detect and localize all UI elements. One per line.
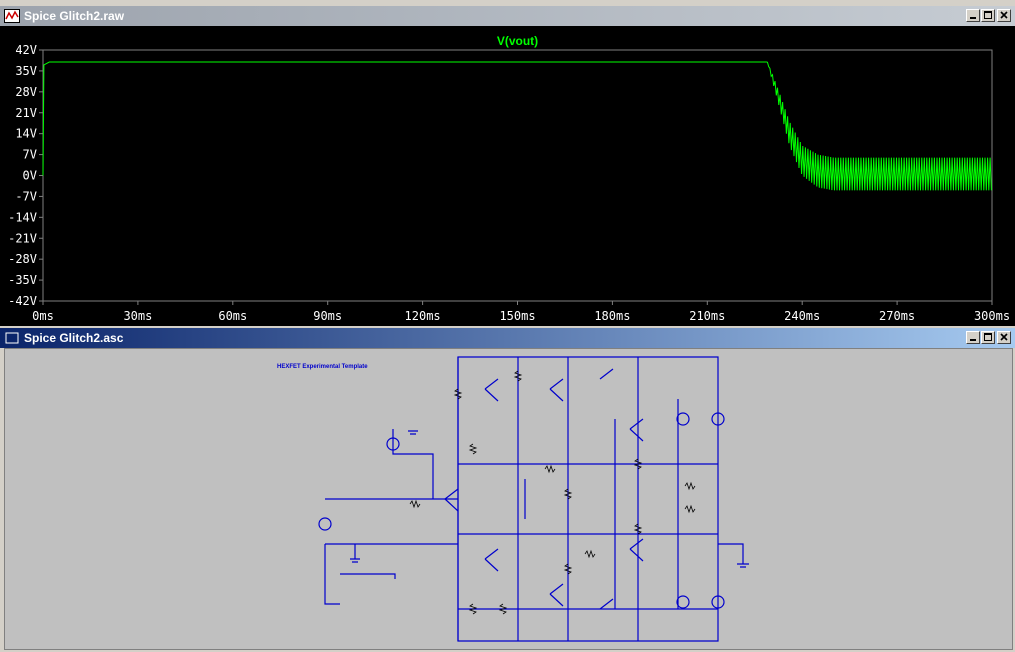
y-tick-label: 14V xyxy=(15,127,37,141)
y-tick-label: 35V xyxy=(15,64,37,78)
x-tick-label: 120ms xyxy=(405,309,441,323)
y-tick-label: -35V xyxy=(8,273,37,287)
waveform-app-icon xyxy=(4,9,20,23)
x-tick-label: 210ms xyxy=(689,309,725,323)
x-tick-label: 180ms xyxy=(594,309,630,323)
schematic-titlebar[interactable]: Spice Glitch2.asc xyxy=(0,328,1015,348)
x-tick-label: 0ms xyxy=(32,309,54,323)
minimize-button[interactable] xyxy=(966,9,980,22)
schematic-minimize-button[interactable] xyxy=(966,331,980,344)
close-button[interactable] xyxy=(997,9,1011,22)
y-tick-label: 28V xyxy=(15,85,37,99)
schematic-drawing[interactable]: HEXFET Experimental Template xyxy=(5,349,1012,649)
schematic-app-icon xyxy=(4,331,20,345)
x-tick-label: 90ms xyxy=(313,309,342,323)
y-tick-label: 42V xyxy=(15,43,37,57)
waveform-chart[interactable]: V(vout) 42V 35V 28V 21V 14V 7V 0V -7V -14V -21V -28… xyxy=(0,26,1015,326)
trace-line-steady xyxy=(42,61,768,176)
x-tick-label: 300ms xyxy=(974,309,1010,323)
y-tick-label: -28V xyxy=(8,252,37,266)
y-tick-label: -42V xyxy=(8,294,37,308)
x-tick-label: 30ms xyxy=(123,309,152,323)
y-tick-label: -21V xyxy=(8,231,37,245)
waveform-window-title: Spice Glitch2.raw xyxy=(24,9,125,23)
x-tick-label: 270ms xyxy=(879,309,915,323)
y-tick-label: 7V xyxy=(23,148,37,162)
y-tick-label: -7V xyxy=(15,189,37,203)
y-tick-label: 21V xyxy=(15,106,37,120)
waveform-titlebar[interactable]: Spice Glitch2.raw xyxy=(0,6,1015,26)
y-tick-label: 0V xyxy=(23,169,37,183)
trace-label: V(vout) xyxy=(497,34,538,48)
schematic-close-button[interactable] xyxy=(997,331,1011,344)
schematic-heading: HEXFET Experimental Template xyxy=(277,364,368,370)
x-tick-label: 240ms xyxy=(784,309,820,323)
x-tick-label: 60ms xyxy=(218,309,247,323)
y-tick-label: -14V xyxy=(8,210,37,224)
schematic-maximize-button[interactable] xyxy=(981,331,995,344)
plot-frame xyxy=(42,49,993,302)
maximize-button[interactable] xyxy=(981,9,995,22)
trace-line-oscillation xyxy=(766,61,992,191)
x-tick-label: 150ms xyxy=(499,309,535,323)
schematic-canvas[interactable]: HEXFET Experimental Template xyxy=(4,348,1013,650)
waveform-plot-area[interactable]: V(vout) 42V 35V 28V 21V 14V 7V 0V -7V -14V -21V -28… xyxy=(0,26,1015,326)
waveform-window: Spice Glitch2.raw V(vout) 42V 35V 28V 21V 14V… xyxy=(0,6,1015,326)
schematic-window-title: Spice Glitch2.asc xyxy=(24,331,124,345)
